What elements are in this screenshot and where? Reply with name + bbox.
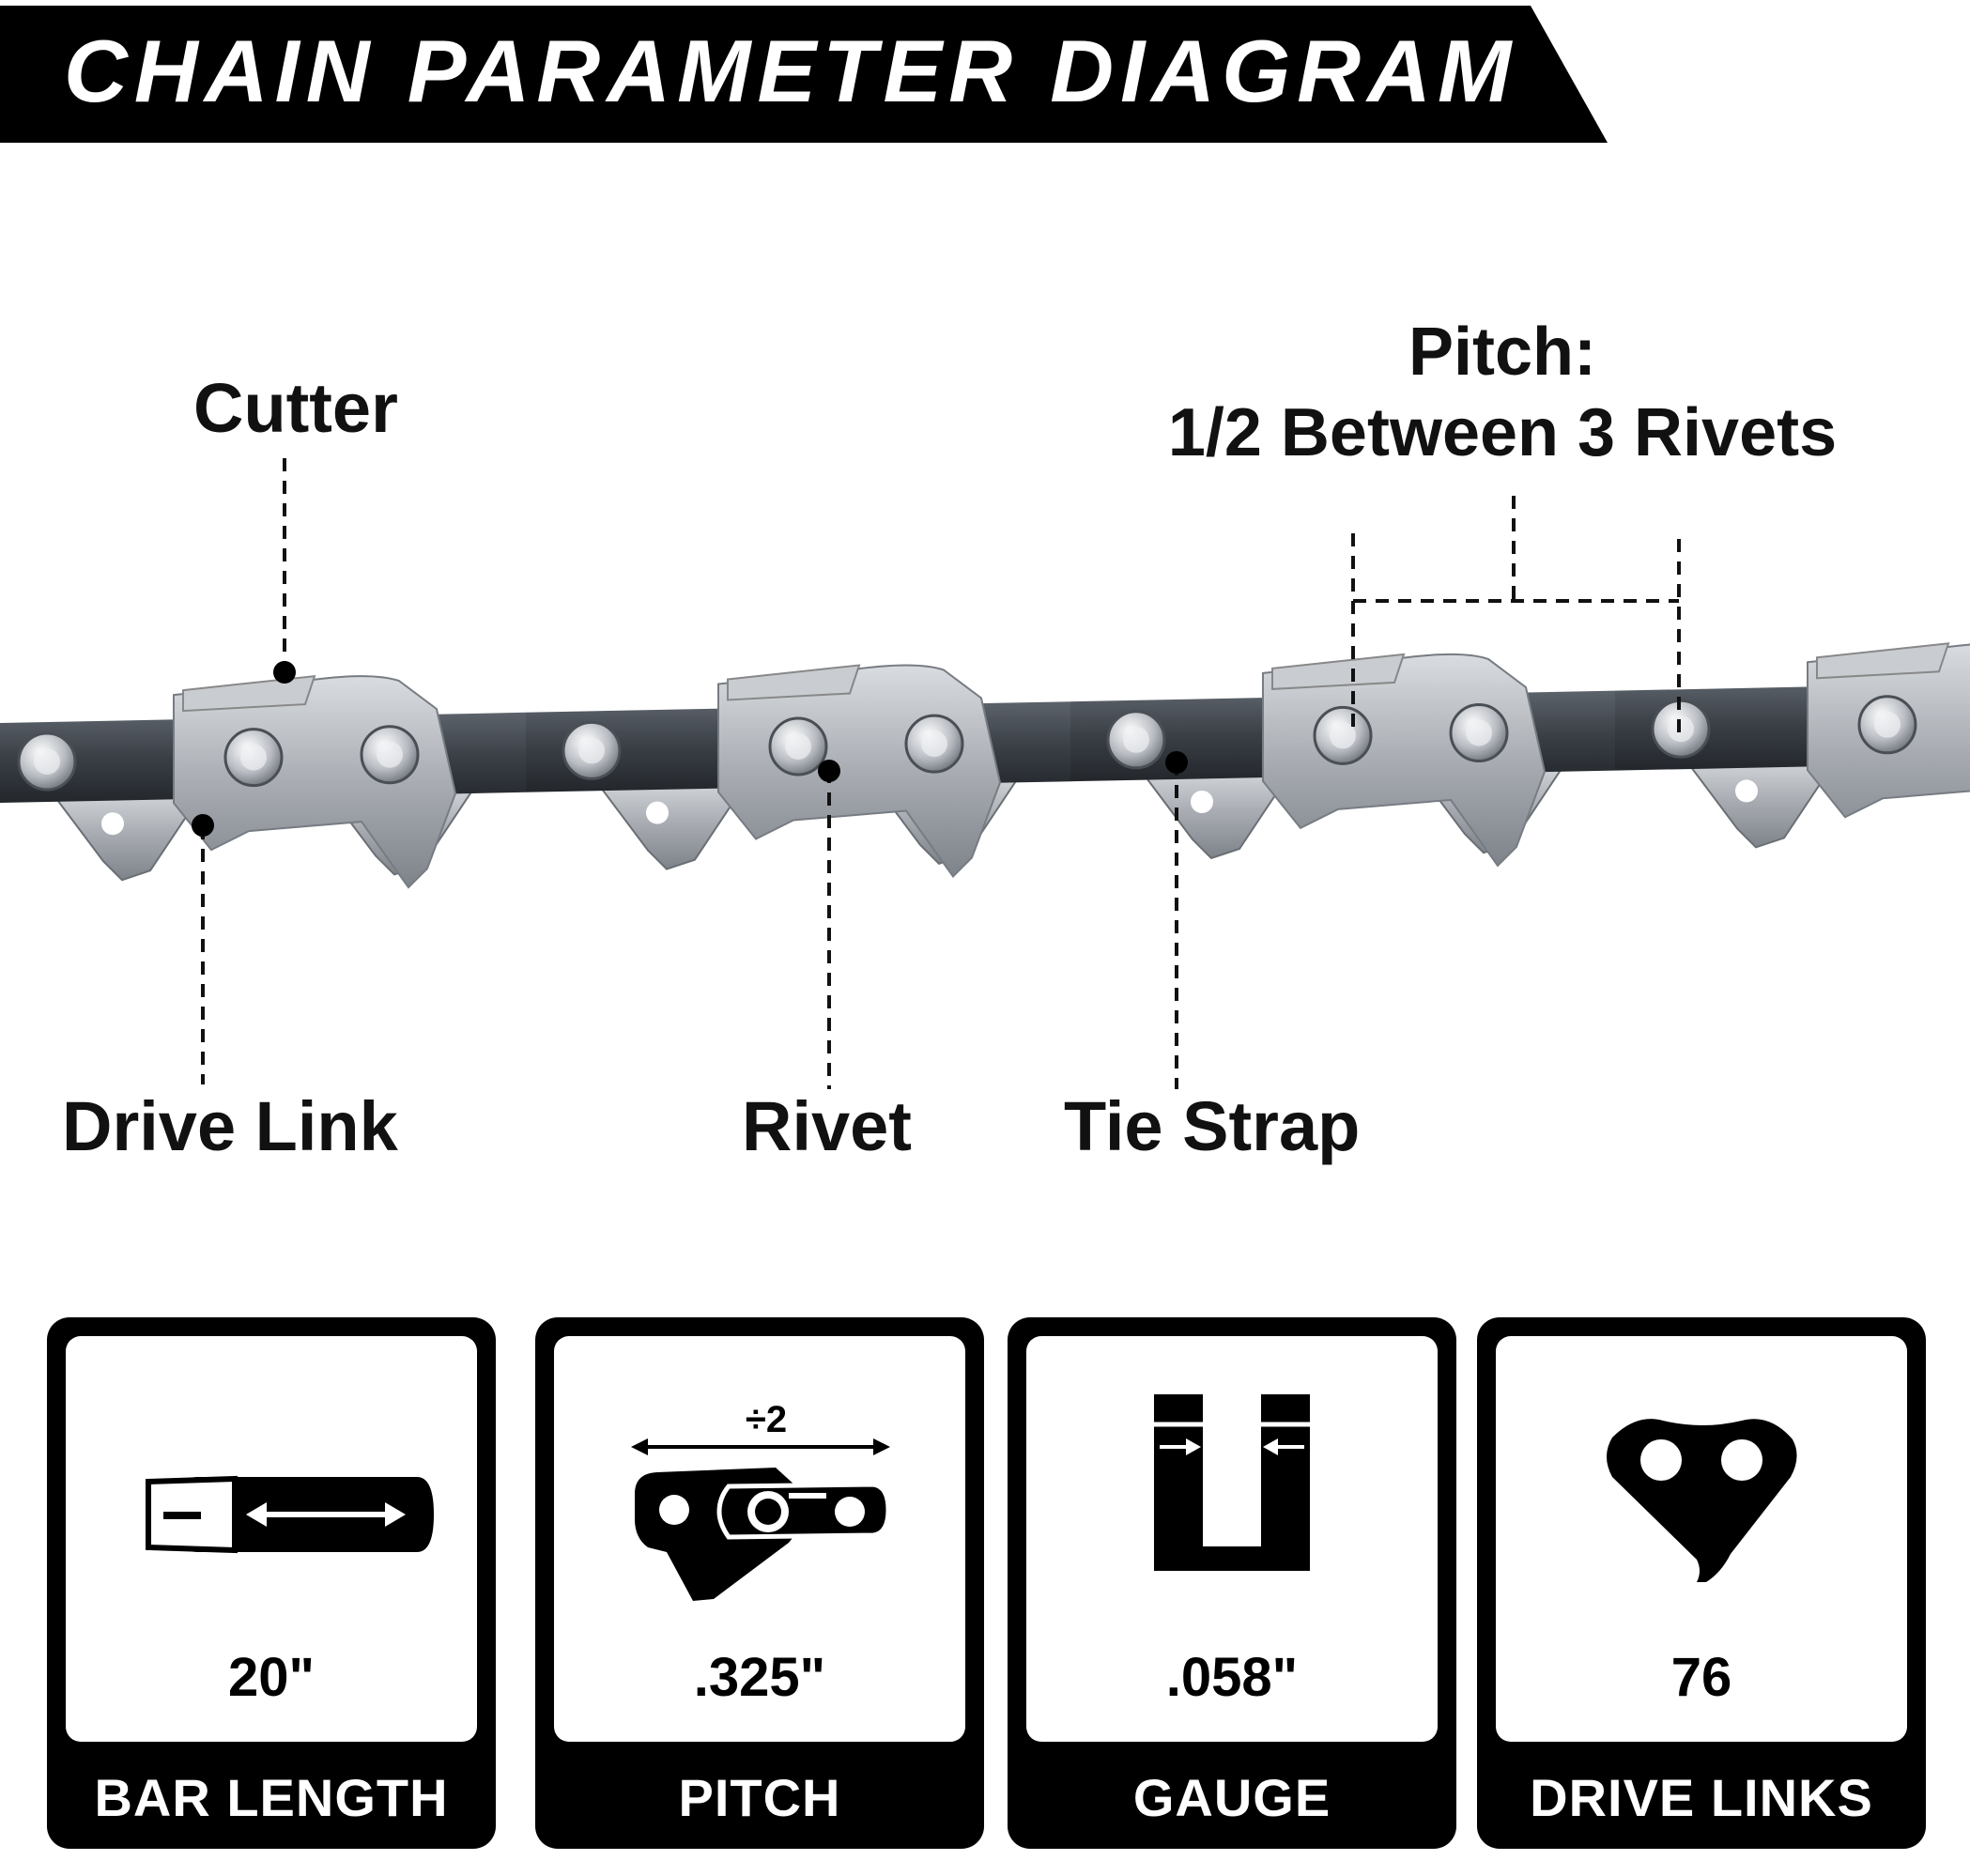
rivet-highlight: [1123, 726, 1149, 753]
pitch-icon-divide-label: ÷2: [746, 1399, 787, 1440]
drive-link-dot: [192, 814, 214, 837]
rivet-highlight: [1330, 722, 1356, 749]
rivet-highlight: [785, 733, 811, 760]
drive-link-icon: [1607, 1419, 1797, 1582]
guide-bar-icon: [146, 1475, 434, 1554]
drive-link-hole: [646, 801, 669, 824]
rivet-highlight: [240, 744, 267, 771]
rivet-highlight: [1874, 711, 1901, 738]
tie-strap-dot: [1165, 751, 1188, 774]
cutter-dot: [273, 661, 296, 684]
cutter-top-plate: [1271, 653, 1406, 690]
page-title: CHAIN PARAMETER DIAGRAM: [64, 22, 1518, 120]
callout-dots: [192, 661, 1188, 837]
spec-card-pitch: ÷2 .325" PITCH: [535, 1317, 984, 1849]
gauge-icon: [1154, 1394, 1310, 1571]
drive-link-hole: [101, 812, 124, 836]
header-banner: [0, 6, 1608, 143]
rivet-highlight: [578, 737, 605, 764]
gauge-value: .058": [1165, 1647, 1299, 1708]
drive-link-hole: [1735, 779, 1758, 803]
pitch-label-line1: Pitch:: [1408, 315, 1596, 390]
cutter-label: Cutter: [193, 369, 398, 447]
rivet-highlight: [34, 748, 60, 775]
spec-card-gauge: .058" GAUGE: [1008, 1317, 1456, 1849]
bar-length-value: 20": [227, 1647, 315, 1708]
spec-card-body: 76: [1496, 1336, 1907, 1742]
cutter-top-plate: [1816, 642, 1950, 680]
cutter-top-plate: [182, 674, 316, 713]
rivet-highlight: [377, 741, 403, 768]
rivet-highlight: [1466, 719, 1492, 746]
spec-card-bar-length: 20" BAR LENGTH: [47, 1317, 496, 1849]
pitch-icon: ÷2: [631, 1399, 891, 1601]
cutter-top-plate: [727, 664, 861, 701]
spec-card-drive-links: 76 DRIVE LINKS: [1477, 1317, 1926, 1849]
drive-link-label: Drive Link: [62, 1087, 398, 1165]
rivet-dot: [818, 760, 840, 782]
spec-card-body: .058": [1026, 1336, 1438, 1742]
callout-lines: [201, 458, 1681, 1089]
spec-card-body: ÷2 .325": [554, 1336, 965, 1742]
gauge-title: GAUGE: [1132, 1768, 1331, 1827]
drive-links-value: 76: [1670, 1647, 1732, 1708]
tie-strap-label: Tie Strap: [1064, 1087, 1361, 1165]
saw-chain: [0, 642, 1970, 889]
bar-length-title: BAR LENGTH: [94, 1768, 449, 1827]
pitch-title: PITCH: [678, 1768, 841, 1827]
pitch-annotation: Pitch: 1/2 Between 3 Rivets: [1122, 312, 1883, 474]
spec-card-body: 20": [66, 1336, 477, 1742]
rivet-highlight: [921, 730, 947, 758]
pitch-value: .325": [693, 1647, 826, 1708]
rivet-label: Rivet: [742, 1087, 912, 1165]
drive-link-hole: [1191, 791, 1213, 813]
pitch-label-line2: 1/2 Between 3 Rivets: [1167, 395, 1838, 471]
drive-links-title: DRIVE LINKS: [1530, 1768, 1873, 1827]
